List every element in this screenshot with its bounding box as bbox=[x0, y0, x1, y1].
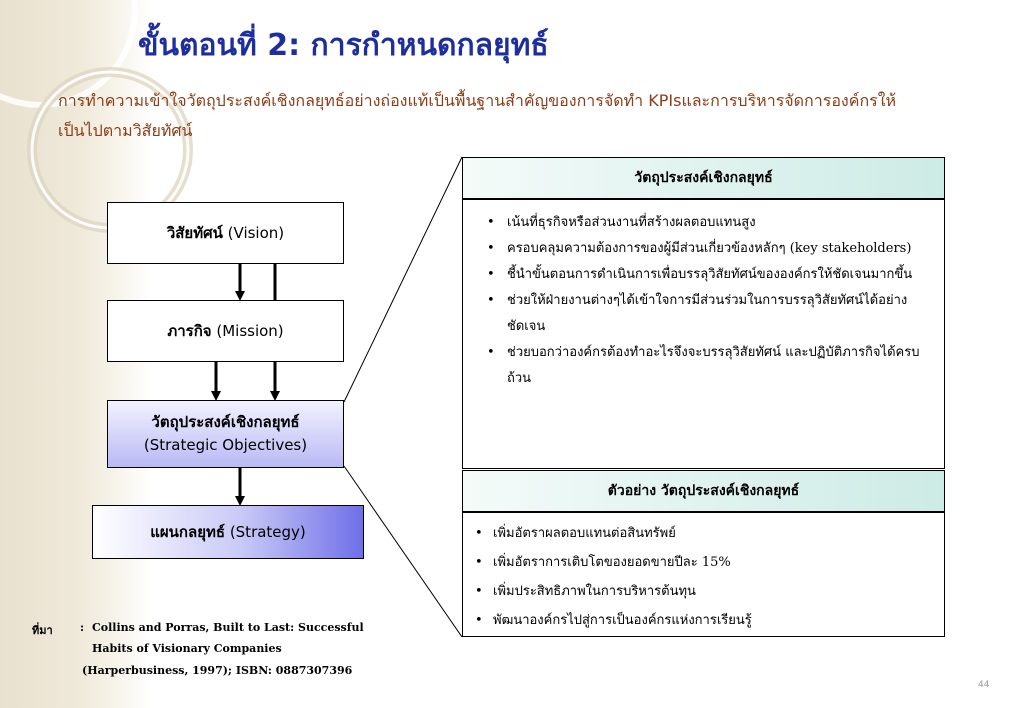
vision-box: วิสัยทัศน์ (Vision) bbox=[107, 202, 344, 264]
bullet-icon: • bbox=[487, 293, 495, 308]
bullet-icon: • bbox=[487, 215, 495, 230]
source-line-3: (Harperbusiness, 1997); ISBN: 0887307396 bbox=[82, 664, 353, 677]
objectives-label-en: (Strategic Objectives) bbox=[143, 436, 308, 454]
page-number: 44 bbox=[978, 680, 990, 690]
list-item: •เพิ่มอัตราผลตอบแทนต่อสินทรัพย์ bbox=[475, 519, 926, 548]
source-separator: : bbox=[80, 621, 85, 634]
list-item: •ช่วยบอกว่าองค์กรต้องทำอะไรจึงจะบรรลุวิส… bbox=[487, 340, 926, 392]
bullet-icon: • bbox=[475, 555, 483, 570]
bullet-icon: • bbox=[475, 584, 483, 599]
callout-line-top bbox=[343, 156, 463, 403]
bullet-icon: • bbox=[475, 613, 483, 628]
page-subtitle: การทำความเข้าใจวัตถุประสงค์เชิงกลยุทธ์อย… bbox=[58, 91, 897, 140]
list-item: •ชี้นำขั้นตอนการดำเนินการเพื่อบรรลุวิสัย… bbox=[487, 262, 926, 288]
strategy-box: แผนกลยุทธ์ (Strategy) bbox=[92, 505, 364, 559]
examples-panel: •เพิ่มอัตราผลตอบแทนต่อสินทรัพย์ •เพิ่มอั… bbox=[462, 512, 945, 637]
callout-line-bottom bbox=[343, 465, 463, 638]
examples-panel-heading: ตัวอย่าง วัตถุประสงค์เชิงกลยุทธ์ bbox=[462, 470, 945, 512]
mission-label-en: (Mission) bbox=[216, 322, 284, 340]
vision-label-th: วิสัยทัศน์ bbox=[166, 224, 223, 242]
examples-bullet-list: •เพิ่มอัตราผลตอบแทนต่อสินทรัพย์ •เพิ่มอั… bbox=[475, 519, 926, 635]
objectives-bullet-list: •เน้นที่ธุรกิจหรือส่วนงานที่สร้างผลตอบแท… bbox=[487, 210, 926, 392]
list-item: •เพิ่มอัตราการเติบโตของยอดขายปีละ 15% bbox=[475, 548, 926, 577]
objectives-panel: •เน้นที่ธุรกิจหรือส่วนงานที่สร้างผลตอบแท… bbox=[462, 199, 945, 469]
bullet-icon: • bbox=[487, 345, 495, 360]
list-item: •ครอบคลุมความต้องการของผู้มีส่วนเกี่ยวข้… bbox=[487, 236, 926, 262]
strategy-label-th: แผนกลยุทธ์ bbox=[150, 523, 226, 541]
bullet-icon: • bbox=[475, 526, 483, 541]
list-item: •เน้นที่ธุรกิจหรือส่วนงานที่สร้างผลตอบแท… bbox=[487, 210, 926, 236]
source-label: ที่มา bbox=[32, 624, 53, 637]
bullet-icon: • bbox=[487, 267, 495, 282]
strategy-label-en: (Strategy) bbox=[229, 523, 306, 541]
bullet-icon: • bbox=[487, 241, 495, 256]
list-item: •พัฒนาองค์กรไปสู่การเป็นองค์กรแห่งการเรี… bbox=[475, 606, 926, 635]
objectives-panel-heading: วัตถุประสงค์เชิงกลยุทธ์ bbox=[462, 157, 945, 199]
source-line-2: Habits of Visionary Companies bbox=[92, 642, 282, 655]
objectives-label-th: วัตถุประสงค์เชิงกลยุทธ์ bbox=[151, 413, 300, 431]
list-item: •เพิ่มประสิทธิภาพในการบริหารต้นทุน bbox=[475, 577, 926, 606]
list-item: •ช่วยให้ฝ่ายงานต่างๆได้เข้าใจการมีส่วนร่… bbox=[487, 288, 926, 340]
page-title: ขั้นตอนที่ 2: การกำหนดกลยุทธ์ bbox=[138, 28, 549, 63]
source-line-1: Collins and Porras, Built to Last: Succe… bbox=[92, 621, 364, 634]
strategic-objectives-box: วัตถุประสงค์เชิงกลยุทธ์ (Strategic Objec… bbox=[107, 400, 344, 468]
vision-label-en: (Vision) bbox=[227, 224, 285, 242]
mission-label-th: ภารกิจ bbox=[167, 322, 212, 340]
mission-box: ภารกิจ (Mission) bbox=[107, 300, 344, 362]
background-strip bbox=[0, 0, 112, 708]
